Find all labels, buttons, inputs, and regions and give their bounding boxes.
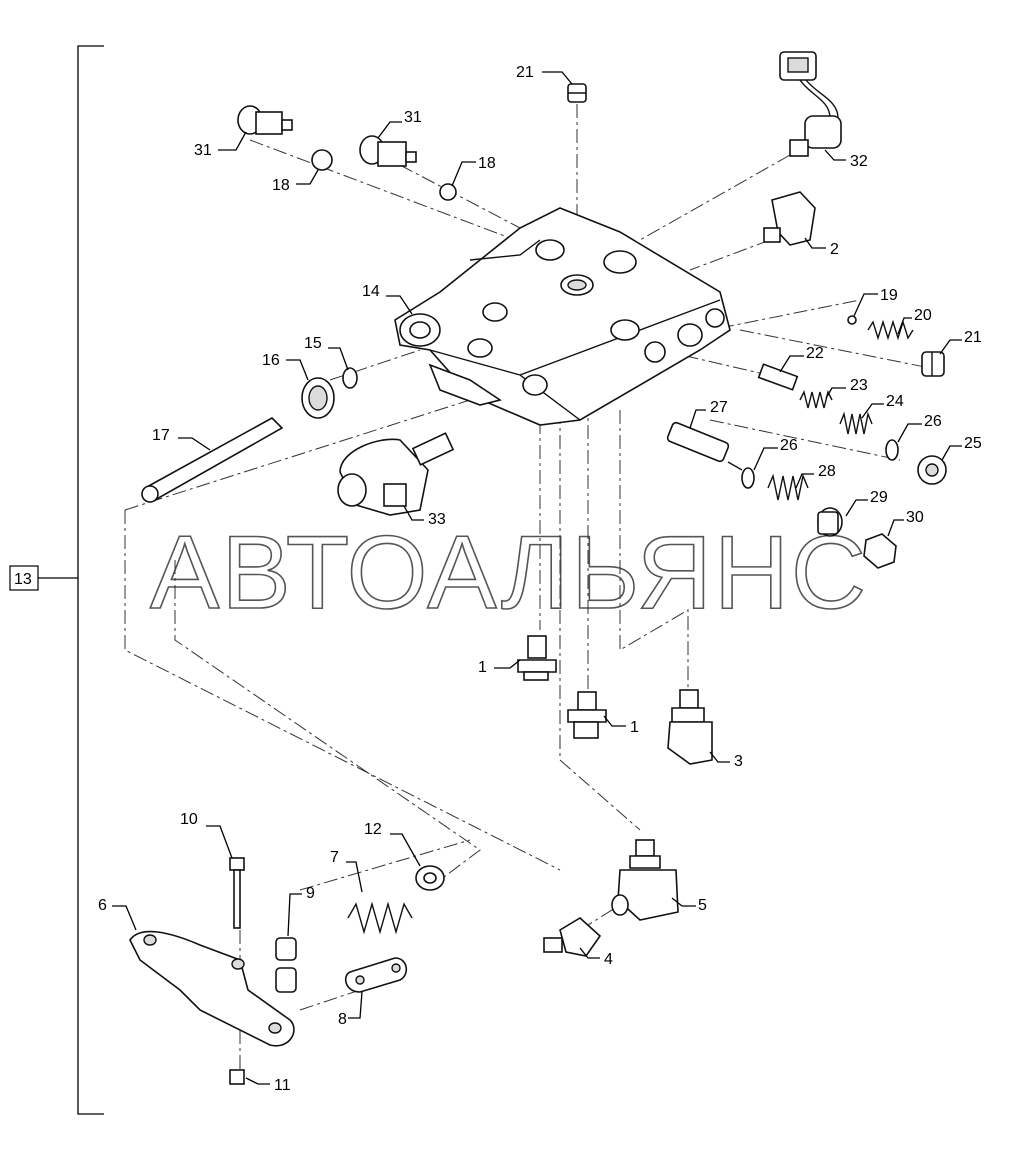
assembly-bracket: 13 xyxy=(9,45,104,1115)
callout-labels: 21 31 31 18 18 32 2 14 19 20 21 15 16 22… xyxy=(98,64,982,1094)
assembly-lines xyxy=(124,104,941,1070)
callout-17: 17 xyxy=(152,427,170,444)
callout-4: 4 xyxy=(604,951,613,968)
callout-22: 22 xyxy=(806,345,824,362)
callout-23: 23 xyxy=(850,377,868,394)
callout-26-upper: 26 xyxy=(924,413,942,430)
o-ring xyxy=(342,367,358,389)
callout-12: 12 xyxy=(364,821,382,838)
spring-28 xyxy=(767,473,809,501)
seal-ring-left xyxy=(311,149,333,171)
spring-small xyxy=(867,319,914,341)
valve-spool-large xyxy=(666,421,743,471)
callout-14: 14 xyxy=(362,283,380,300)
watermark-text: АВТОАЛЬЯНС xyxy=(150,515,868,631)
callout-20: 20 xyxy=(914,307,932,324)
callout-11: 11 xyxy=(274,1077,291,1094)
callout-29: 29 xyxy=(870,489,888,506)
callout-26-lower: 26 xyxy=(780,437,798,454)
callout-18-left: 18 xyxy=(272,177,290,194)
callout-31-middle: 31 xyxy=(404,109,422,126)
lever xyxy=(129,930,295,1047)
proportional-solenoid xyxy=(337,432,455,516)
callout-6: 6 xyxy=(98,897,107,914)
callout-28: 28 xyxy=(818,463,836,480)
spring-large xyxy=(347,901,413,935)
callout-21-right: 21 xyxy=(964,329,982,346)
plug-right xyxy=(921,351,945,377)
fitting-middle xyxy=(567,691,607,739)
callout-7: 7 xyxy=(330,849,339,866)
valve-spool-small xyxy=(757,363,799,391)
ring-26-upper xyxy=(885,439,899,461)
tee-fitting xyxy=(611,839,679,921)
bolt xyxy=(229,857,245,929)
spring-24 xyxy=(839,411,873,435)
solenoid-left xyxy=(237,105,293,135)
callout-5: 5 xyxy=(698,897,707,914)
callout-1-middle: 1 xyxy=(630,719,639,736)
check-ball xyxy=(847,315,857,325)
callout-24: 24 xyxy=(886,393,904,410)
shaft xyxy=(141,417,284,503)
fitting-left xyxy=(517,635,557,681)
callout-leaders xyxy=(112,71,962,1085)
callout-19: 19 xyxy=(880,287,898,304)
hex-nut xyxy=(863,533,897,569)
callout-25: 25 xyxy=(964,435,982,452)
lever-nut xyxy=(229,1069,245,1085)
callout-8: 8 xyxy=(338,1011,347,1028)
callout-3: 3 xyxy=(734,753,743,770)
callout-16: 16 xyxy=(262,352,280,369)
seal-ring-middle xyxy=(439,183,457,201)
plug-top xyxy=(567,83,587,103)
callout-9: 9 xyxy=(306,885,315,902)
link xyxy=(344,957,408,993)
pressure-sensor xyxy=(763,191,816,246)
valve-body xyxy=(394,207,731,426)
spring-23 xyxy=(799,389,833,409)
elbow-fitting xyxy=(667,689,713,765)
callout-15: 15 xyxy=(304,335,322,352)
callout-27: 27 xyxy=(710,399,728,416)
callout-18-middle: 18 xyxy=(478,155,496,172)
callout-21-top: 21 xyxy=(516,64,534,81)
pressure-sensor-cable xyxy=(779,51,842,157)
washer xyxy=(415,865,445,891)
solenoid-middle xyxy=(359,135,417,167)
group-label: 13 xyxy=(14,571,32,588)
callout-31-left: 31 xyxy=(194,142,212,159)
bushings xyxy=(275,937,297,993)
callout-1-left: 1 xyxy=(478,659,487,676)
callout-2: 2 xyxy=(830,241,839,258)
plug-25 xyxy=(917,455,947,485)
shaft-seal xyxy=(301,377,335,419)
callout-10: 10 xyxy=(180,811,198,828)
spool-29 xyxy=(817,507,843,537)
ring-26-lower xyxy=(741,467,755,489)
callout-32: 32 xyxy=(850,153,868,170)
callout-33: 33 xyxy=(428,511,446,528)
callout-30: 30 xyxy=(906,509,924,526)
adapter-fitting xyxy=(543,917,602,957)
